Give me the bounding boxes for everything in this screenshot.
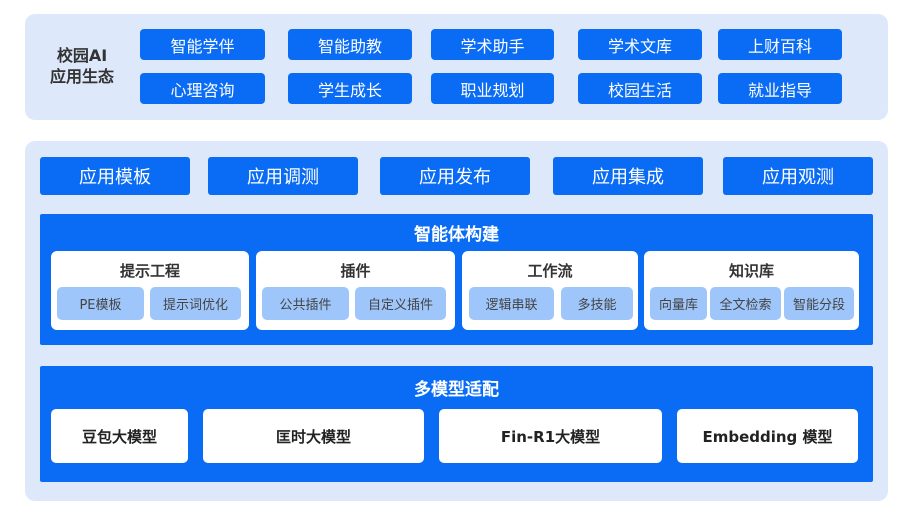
- group-title: 工作流: [527, 262, 573, 280]
- feature-chip[interactable]: 公共插件: [262, 287, 349, 320]
- feature-chip[interactable]: 自定义插件: [355, 287, 446, 320]
- agent-build-title: 智能体构建: [414, 225, 499, 245]
- feature-chip[interactable]: 逻辑串联: [469, 287, 554, 320]
- group-title: 插件: [340, 262, 371, 280]
- app-chip[interactable]: 学术文库: [578, 29, 702, 60]
- app-chip[interactable]: 上财百科: [718, 29, 842, 60]
- ecosystem-label: 校园AI 应用生态: [38, 45, 126, 87]
- group-card: 知识库 向量库 全文检索 智能分段: [644, 251, 859, 330]
- feature-chip[interactable]: 提示词优化: [150, 287, 241, 320]
- feature-chip[interactable]: 向量库: [650, 287, 707, 320]
- tool-button[interactable]: 应用调测: [208, 157, 358, 195]
- tool-button[interactable]: 应用模板: [40, 157, 190, 195]
- app-chip[interactable]: 校园生活: [578, 73, 702, 104]
- model-card[interactable]: 匡时大模型: [203, 409, 424, 463]
- group-card: 工作流 逻辑串联 多技能: [462, 251, 638, 330]
- model-adapt-title: 多模型适配: [414, 380, 499, 400]
- feature-chip[interactable]: 智能分段: [784, 287, 854, 320]
- app-chip[interactable]: 智能学伴: [140, 29, 265, 60]
- app-chip[interactable]: 智能助教: [288, 29, 412, 60]
- feature-chip[interactable]: PE模板: [57, 287, 144, 320]
- ecosystem-label-line2: 应用生态: [49, 67, 114, 86]
- model-card[interactable]: 豆包大模型: [51, 409, 188, 463]
- group-title: 知识库: [728, 262, 774, 280]
- app-chip[interactable]: 学术助手: [431, 29, 554, 60]
- tool-button[interactable]: 应用集成: [553, 157, 703, 195]
- model-card[interactable]: Fin-R1大模型: [439, 409, 662, 463]
- group-title: 提示工程: [119, 262, 180, 280]
- ecosystem-label-line1: 校园AI: [56, 46, 108, 65]
- feature-chip[interactable]: 多技能: [561, 287, 633, 320]
- tool-button[interactable]: 应用观测: [723, 157, 873, 195]
- feature-chip[interactable]: 全文检索: [710, 287, 781, 320]
- app-chip[interactable]: 职业规划: [431, 73, 554, 104]
- app-chip[interactable]: 心理咨询: [140, 73, 265, 104]
- model-card[interactable]: Embedding 模型: [677, 409, 858, 463]
- tool-button[interactable]: 应用发布: [380, 157, 530, 195]
- group-card: 插件 公共插件 自定义插件: [256, 251, 455, 330]
- app-chip[interactable]: 学生成长: [288, 73, 412, 104]
- group-card: 提示工程 PE模板 提示词优化: [51, 251, 249, 330]
- app-chip[interactable]: 就业指导: [718, 73, 842, 104]
